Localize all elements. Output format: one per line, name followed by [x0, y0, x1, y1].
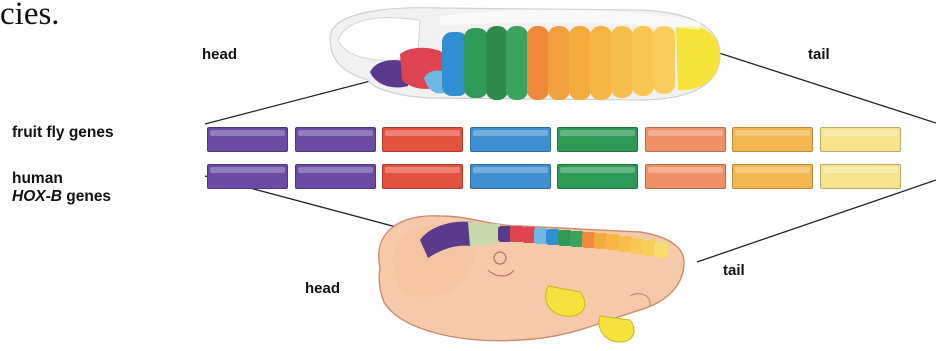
fruit-fly-gene-row: [207, 127, 907, 154]
embryo-tail-connector: [697, 180, 936, 262]
fruit-fly-gene-8: [820, 127, 901, 152]
fruit-fly-gene-4: [470, 127, 551, 152]
human-embryo-illustration: [379, 216, 684, 342]
human-hox-gene-2: [295, 164, 376, 189]
embryo-tail-label: tail: [723, 262, 745, 280]
fruit-fly-gene-5: [557, 127, 638, 152]
human-hox-gene-row: [207, 164, 907, 191]
partial-text: cies.: [0, 0, 60, 33]
hox-b-genes-label: HOX-B genes: [12, 188, 111, 206]
human-hox-gene-8: [820, 164, 901, 189]
human-hox-gene-1: [207, 164, 288, 189]
fly-head-connector: [205, 78, 382, 124]
human-hox-gene-5: [557, 164, 638, 189]
human-hox-gene-7: [732, 164, 813, 189]
fruit-fly-gene-3: [382, 127, 463, 152]
fruit-fly-gene-7: [732, 127, 813, 152]
human-label: human: [12, 170, 63, 188]
human-hox-gene-3: [382, 164, 463, 189]
fruit-fly-gene-6: [645, 127, 726, 152]
fly-larva-illustration: [330, 8, 720, 100]
fruit-fly-gene-1: [207, 127, 288, 152]
fly-tail-label: tail: [808, 46, 830, 64]
human-hox-gene-6: [645, 164, 726, 189]
human-hox-gene-4: [470, 164, 551, 189]
genes-suffix: genes: [62, 188, 111, 205]
hox-b-italic: HOX-B: [12, 188, 62, 205]
fruit-fly-gene-2: [295, 127, 376, 152]
embryo-head-label: head: [305, 280, 340, 298]
fruit-fly-genes-label: fruit fly genes: [12, 124, 114, 142]
fly-head-label: head: [202, 46, 237, 64]
